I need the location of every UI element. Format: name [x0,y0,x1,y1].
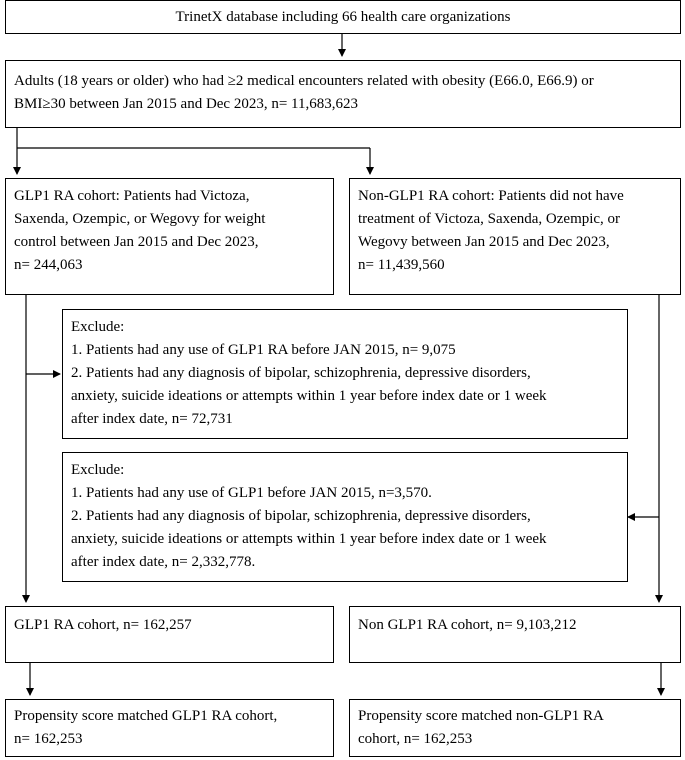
database-text: TrinetX database including 66 health car… [175,9,511,25]
non-glp1-cohort-line-1: Non-GLP1 RA cohort: Patients did not hav… [358,188,624,204]
exclude-non-glp1-item-2: 2. Patients had any diagnosis of bipolar… [71,508,531,524]
glp1-final-box: GLP1 RA cohort, n= 162,257 [5,606,334,663]
glp1-matched-line-1: Propensity score matched GLP1 RA cohort, [14,708,278,724]
glp1-matched-line-2: n= 162,253 [14,731,83,747]
glp1-cohort-line-4: n= 244,063 [14,257,83,273]
non-glp1-cohort-box: Non-GLP1 RA cohort: Patients did not hav… [349,178,681,295]
glp1-matched-box: Propensity score matched GLP1 RA cohort,… [5,699,334,757]
exclude-non-glp1-item-2-end: after index date, n= 2,332,778. [71,554,256,570]
non-glp1-final-text: Non GLP1 RA cohort, n= 9,103,212 [358,617,577,633]
non-glp1-matched-line-2: cohort, n= 162,253 [358,731,473,747]
exclude-non-glp1-heading: Exclude: [71,462,125,478]
exclude-glp1-item-2: 2. Patients had any diagnosis of bipolar… [71,365,531,381]
exclude-non-glp1-box: Exclude: 1. Patients had any use of GLP1… [62,452,628,582]
glp1-cohort-line-1: GLP1 RA cohort: Patients had Victoza, [14,188,250,204]
exclude-glp1-item-1: 1. Patients had any use of GLP1 RA befor… [71,342,456,358]
adults-text-line-2: BMI≥30 between Jan 2015 and Dec 2023, n=… [14,96,358,112]
glp1-final-text: GLP1 RA cohort, n= 162,257 [14,617,192,633]
non-glp1-matched-line-1: Propensity score matched non-GLP1 RA [358,708,604,724]
non-glp1-matched-box: Propensity score matched non-GLP1 RA coh… [349,699,681,757]
adults-text-line-1: Adults (18 years or older) who had ≥2 me… [14,73,594,89]
exclude-glp1-box: Exclude: 1. Patients had any use of GLP1… [62,309,628,439]
non-glp1-cohort-line-3: Wegovy between Jan 2015 and Dec 2023, [358,234,610,250]
exclude-non-glp1-item-2-cont: anxiety, suicide ideations or attempts w… [71,531,547,547]
adults-box: Adults (18 years or older) who had ≥2 me… [5,60,681,128]
glp1-cohort-line-3: control between Jan 2015 and Dec 2023, [14,234,259,250]
exclude-glp1-item-2-end: after index date, n= 72,731 [71,411,233,427]
exclude-non-glp1-item-1: 1. Patients had any use of GLP1 before J… [71,485,432,501]
glp1-cohort-line-2: Saxenda, Ozempic, or Wegovy for weight [14,211,266,227]
non-glp1-cohort-line-4: n= 11,439,560 [358,257,445,273]
exclude-glp1-item-2-cont: anxiety, suicide ideations or attempts w… [71,388,547,404]
non-glp1-cohort-line-2: treatment of Victoza, Saxenda, Ozempic, … [358,211,621,227]
exclude-glp1-heading: Exclude: [71,319,125,335]
glp1-cohort-box: GLP1 RA cohort: Patients had Victoza, Sa… [5,178,334,295]
database-box: TrinetX database including 66 health car… [5,0,681,34]
non-glp1-final-box: Non GLP1 RA cohort, n= 9,103,212 [349,606,681,663]
